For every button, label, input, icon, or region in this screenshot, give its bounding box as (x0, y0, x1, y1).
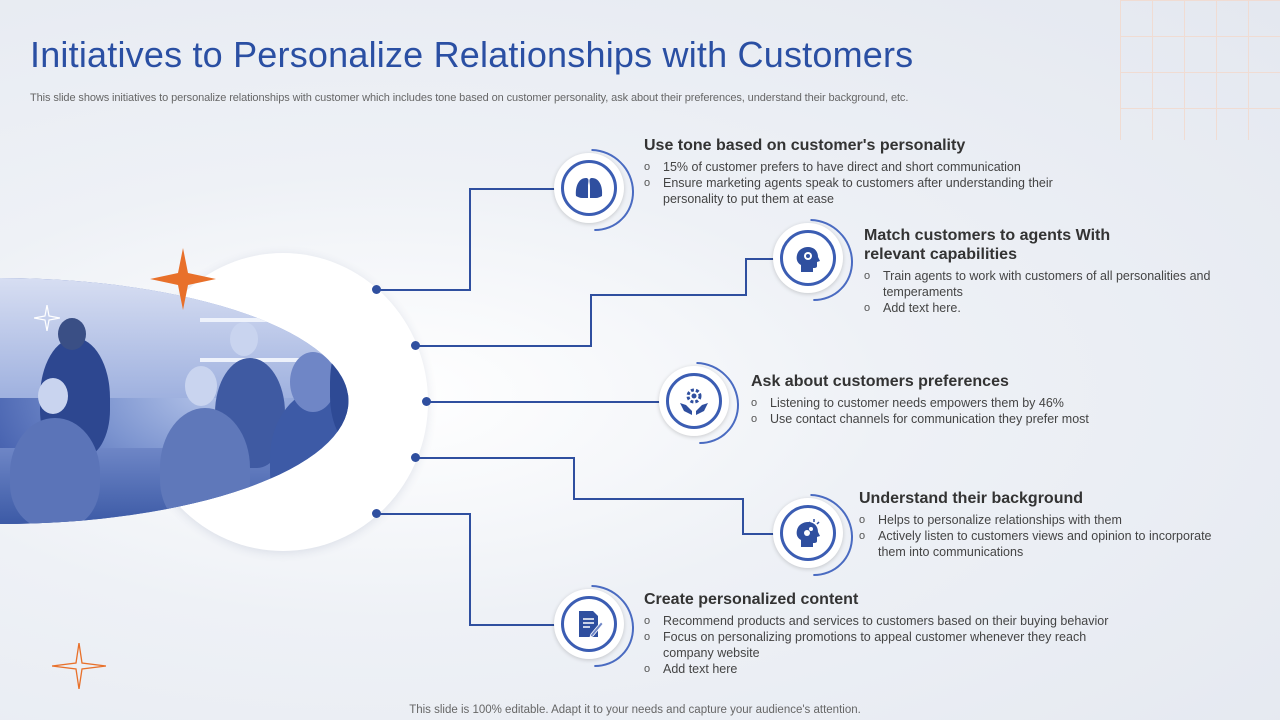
initiative-heading: Match customers to agents With relevant … (864, 227, 1111, 263)
blue-sparkle-icon (34, 305, 60, 331)
bullet: Train agents to work with customers of a… (864, 268, 1224, 300)
initiative-background: Understand their background Helps to per… (859, 489, 1239, 560)
bullet: Add text here. (864, 300, 1224, 316)
node-content (554, 589, 624, 659)
node-tone (554, 153, 624, 223)
two-heads-icon (575, 178, 603, 198)
node-match (773, 223, 843, 293)
initiative-tone: Use tone based on customer's personality… (644, 136, 1064, 207)
initiative-heading: Ask about customers preferences (751, 373, 1009, 390)
footer-note: This slide is 100% editable. Adapt it to… (409, 704, 861, 716)
page-title: Initiatives to Personalize Relationships… (30, 34, 914, 75)
grid-decoration (1120, 0, 1280, 140)
head-gear-icon (796, 247, 820, 272)
orange-star-icon (150, 248, 216, 310)
orange-sparkle-icon (52, 643, 106, 689)
node-background (773, 498, 843, 568)
initiative-heading: Understand their background (859, 490, 1084, 507)
bullet: Focus on personalizing promotions to app… (644, 629, 1123, 661)
initiative-heading: Use tone based on customer's personality (644, 137, 966, 154)
bullet: Ensure marketing agents speak to custome… (644, 175, 1064, 207)
initiative-content: Create personalized content Recommend pr… (644, 590, 1144, 677)
initiative-preferences: Ask about customers preferences Listenin… (751, 372, 1151, 427)
node-preferences (659, 366, 729, 436)
bullet: Listening to customer needs empowers the… (751, 395, 1151, 411)
bullet: Recommend products and services to custo… (644, 613, 1144, 629)
page-subtitle: This slide shows initiatives to personal… (30, 92, 909, 104)
head-bulb-icon (796, 519, 820, 547)
bullet: Helps to personalize relationships with … (859, 512, 1239, 528)
bullet: Use contact channels for communication t… (751, 411, 1151, 427)
document-pen-icon (579, 611, 604, 638)
hands-gear-icon (680, 388, 708, 415)
initiative-heading: Create personalized content (644, 591, 859, 608)
bullet: Add text here (644, 661, 1144, 677)
bullet: Actively listen to customers views and o… (859, 528, 1239, 560)
bullet: 15% of customer prefers to have direct a… (644, 159, 1064, 175)
initiative-match: Match customers to agents With relevant … (864, 226, 1224, 316)
